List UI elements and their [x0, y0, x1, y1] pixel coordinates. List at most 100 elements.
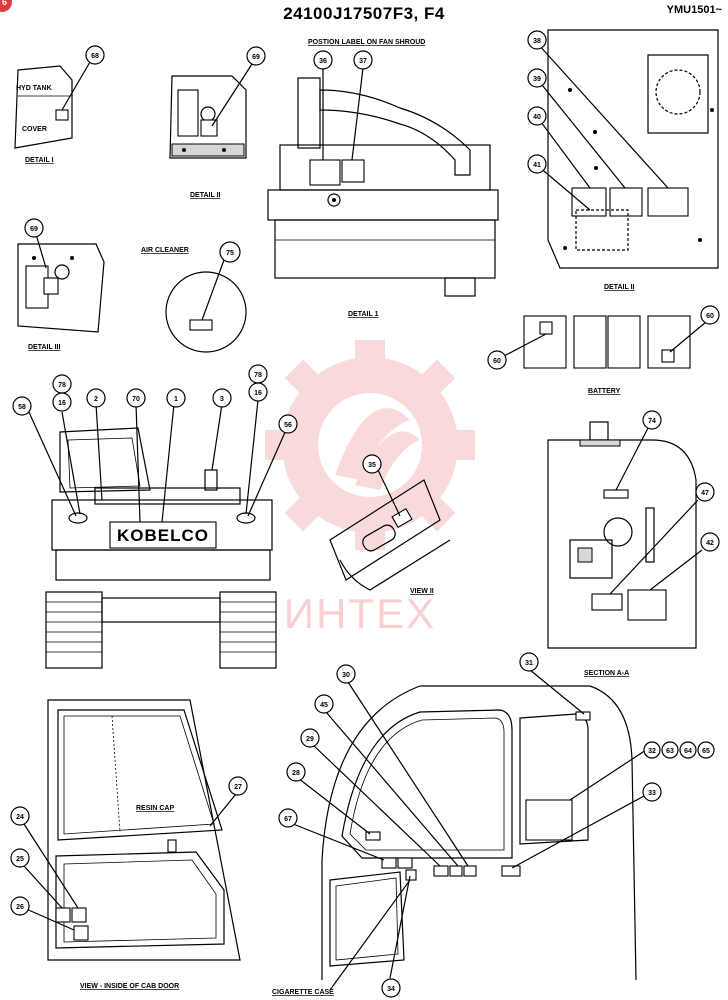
callout-37-number: 37 [359, 58, 367, 65]
watermark-gear-icon [265, 340, 475, 550]
detail-ii-caption: DETAIL II [190, 192, 221, 199]
callout-16-right-number: 16 [254, 390, 262, 397]
callout-34-number: 34 [387, 986, 395, 993]
panel-detail: 38 39 40 41 DETAIL II [527, 29, 719, 291]
page-badge-number: 6 [2, 0, 8, 7]
callout-38[interactable] [527, 30, 547, 50]
callout-60-right-number: 60 [706, 313, 714, 320]
hyd-tank-label: HYD TANK [16, 85, 52, 92]
callout-29[interactable] [300, 728, 320, 748]
callout-32-number: 32 [648, 748, 656, 755]
callout-75-number: 75 [226, 250, 234, 257]
callout-1[interactable] [166, 388, 186, 408]
callout-1-number: 1 [174, 396, 178, 403]
callout-60-left[interactable] [487, 350, 507, 370]
air-cleaner: AIR CLEANER 75 [141, 241, 247, 353]
serial-code: YMU1501~ [666, 4, 722, 16]
callout-69-number: 69 [252, 54, 260, 61]
callout-27[interactable] [228, 776, 248, 796]
diagram-title: 24100J17507F3, F4 [283, 4, 445, 23]
callout-30[interactable] [336, 664, 356, 684]
callout-36-number: 36 [319, 58, 327, 65]
callout-78-left-number: 78 [58, 382, 66, 389]
view-ii-caption: VIEW II [410, 588, 434, 595]
callout-40-number: 40 [533, 114, 541, 121]
callout-36[interactable] [313, 50, 333, 70]
callout-75[interactable] [219, 241, 241, 263]
callout-35[interactable] [362, 454, 382, 474]
callout-25[interactable] [10, 848, 30, 868]
callout-65-number: 65 [702, 748, 710, 755]
battery-detail: 60 60 BATTERY [487, 305, 720, 395]
callout-64-number: 64 [684, 748, 692, 755]
page-badge[interactable]: 6 [0, 0, 12, 12]
excavator-front-view: KOBELCO 58 78 16 [12, 364, 298, 669]
callout-3-number: 3 [220, 396, 224, 403]
callout-70-number: 70 [132, 396, 140, 403]
callout-74-number: 74 [648, 418, 656, 425]
callout-3[interactable] [212, 388, 232, 408]
callout-34[interactable] [381, 978, 401, 998]
callout-24-number: 24 [16, 814, 24, 821]
callout-41[interactable] [527, 154, 547, 174]
callout-39-number: 39 [533, 76, 541, 83]
cab-door-caption: VIEW - INSIDE OF CAB DOOR [80, 983, 179, 990]
cover-label: COVER [22, 126, 47, 133]
callout-31[interactable] [519, 652, 539, 672]
callout-56-number: 56 [284, 422, 292, 429]
callout-47[interactable] [695, 482, 715, 502]
callout-42[interactable] [700, 532, 720, 552]
callout-24[interactable] [10, 806, 30, 826]
fan-detail-caption: DETAIL 1 [348, 311, 379, 318]
callout-45[interactable] [314, 694, 334, 714]
callout-70[interactable] [126, 388, 146, 408]
callout-16-left[interactable] [52, 392, 72, 412]
cigarette-case-label: CIGARETTE CASE [272, 989, 334, 996]
callout-58-number: 58 [18, 404, 26, 411]
detail-iii-caption: DETAIL III [28, 344, 60, 351]
callout-16-right[interactable] [248, 382, 268, 402]
section-aa: 74 47 42 SECTION A-A [547, 410, 720, 677]
callout-65[interactable] [697, 741, 715, 759]
callout-63[interactable] [661, 741, 679, 759]
callout-78-right-number: 78 [254, 372, 262, 379]
callout-68[interactable] [85, 45, 105, 65]
callout-35-number: 35 [368, 462, 376, 469]
watermark-text: ИНТЕХ [284, 590, 436, 637]
callout-32[interactable] [643, 741, 661, 759]
detail-iii: 69 DETAIL III [17, 218, 105, 351]
callout-69-iii-number: 69 [30, 226, 38, 233]
callout-39[interactable] [527, 68, 547, 88]
battery-caption: BATTERY [588, 388, 621, 395]
callout-2[interactable] [86, 388, 106, 408]
section-aa-caption: SECTION A-A [584, 670, 629, 677]
callout-69-detail-ii[interactable] [246, 46, 266, 66]
callout-58[interactable] [12, 396, 32, 416]
panel-detail-caption: DETAIL II [604, 284, 635, 291]
callout-64[interactable] [679, 741, 697, 759]
callout-37[interactable] [353, 50, 373, 70]
callout-67-number: 67 [284, 816, 292, 823]
callout-28[interactable] [286, 762, 306, 782]
callout-60-right[interactable] [700, 305, 720, 325]
fan-shroud-label: POSTION LABEL ON FAN SHROUD [308, 39, 425, 46]
fan-shroud-detail: POSTION LABEL ON FAN SHROUD 36 37 DETAIL… [267, 39, 499, 318]
callout-67[interactable] [278, 808, 298, 828]
callout-40[interactable] [527, 106, 547, 126]
callout-45-number: 45 [320, 702, 328, 709]
callout-30-number: 30 [342, 672, 350, 679]
cab-door-view: RESIN CAP 27 24 25 26 VIEW - INSIDE OF C… [10, 699, 248, 990]
callout-25-number: 25 [16, 856, 24, 863]
kobelco-logo: KOBELCO [117, 526, 209, 545]
callout-74[interactable] [642, 410, 662, 430]
callout-26[interactable] [10, 896, 30, 916]
callout-60-left-number: 60 [493, 358, 501, 365]
callout-28-number: 28 [292, 770, 300, 777]
callout-56[interactable] [278, 414, 298, 434]
callout-69-detail-iii[interactable] [24, 218, 44, 238]
air-cleaner-label: AIR CLEANER [141, 247, 189, 254]
detail-ii: 69 DETAIL II [169, 46, 266, 199]
callout-33[interactable] [642, 782, 662, 802]
callout-41-number: 41 [533, 162, 541, 169]
